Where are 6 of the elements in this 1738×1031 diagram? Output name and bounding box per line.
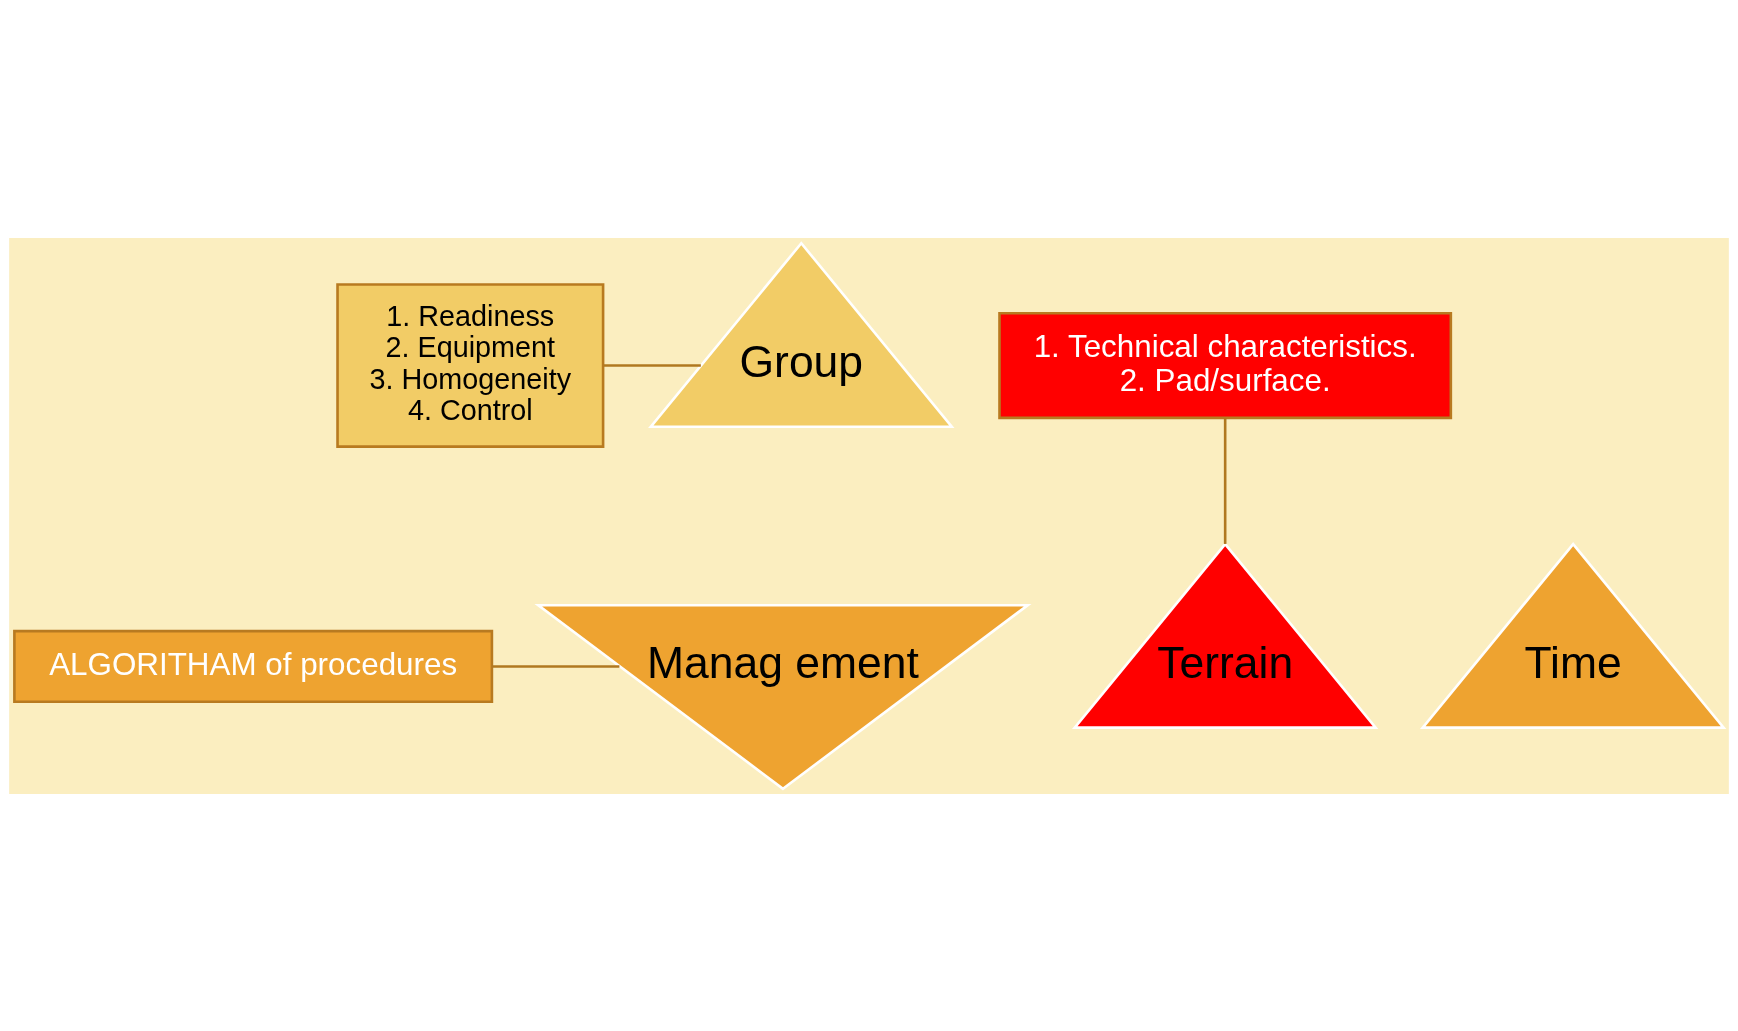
connector (603, 363, 701, 367)
node-box: 1. Technical characteristics. 2. Pad/surface. (998, 311, 1453, 419)
connector (492, 664, 620, 668)
node-box: ALGORITHAM of procedures (13, 629, 494, 703)
node-box: 1. Readiness 2. Equipment 3. Homogeneity 4. Control (336, 282, 605, 448)
connector (1223, 417, 1227, 544)
